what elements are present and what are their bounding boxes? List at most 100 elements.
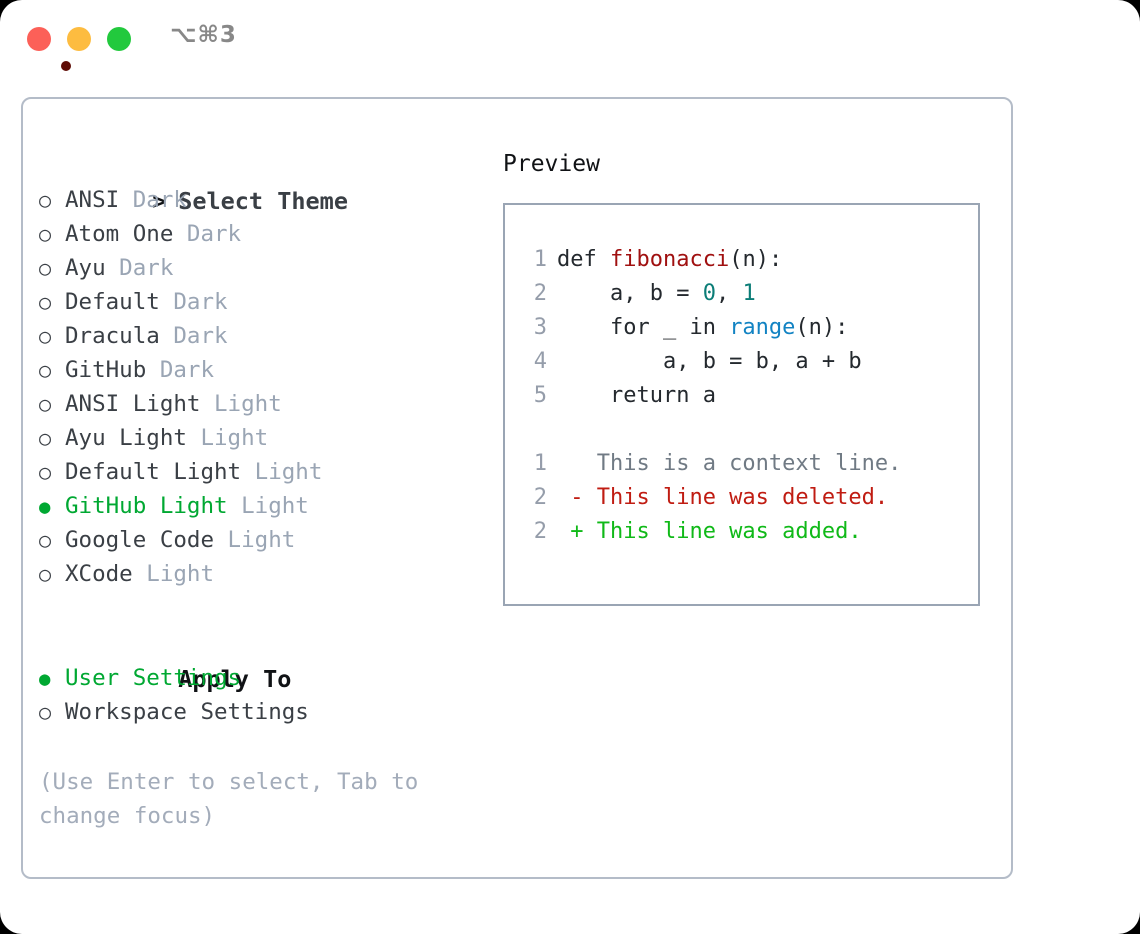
- apply-to-item[interactable]: ○ Workspace Settings: [39, 695, 479, 729]
- diff-line: 2 - This line was deleted.: [523, 481, 978, 515]
- theme-list-item[interactable]: ○ ANSI Light Light: [39, 387, 479, 421]
- code-line: 2 a, b = 0, 1: [523, 277, 978, 311]
- radio-unselected-icon: ○: [39, 528, 52, 552]
- theme-variant-badge: Dark: [105, 255, 174, 281]
- code-token-call: range: [729, 315, 796, 340]
- theme-list-item[interactable]: ○ ANSI Dark: [39, 183, 479, 217]
- theme-name: Ayu: [65, 255, 106, 281]
- line-number: 2: [533, 281, 547, 306]
- theme-picker-title: Select Theme: [178, 187, 348, 215]
- theme-variant-badge: Light: [132, 561, 215, 587]
- theme-name: Default Light: [65, 459, 242, 485]
- theme-list-item[interactable]: ○ GitHub Dark: [39, 353, 479, 387]
- theme-variant-badge: Dark: [119, 187, 187, 213]
- theme-picker-header: > Select Theme: [39, 147, 479, 215]
- code-token-num: 0: [702, 281, 716, 306]
- theme-list-item[interactable]: ●GitHub Light Light: [39, 489, 479, 523]
- theme-variant-badge: Dark: [146, 357, 215, 383]
- theme-variant-badge: Dark: [159, 289, 228, 315]
- title-bar: ⌥⌘3: [0, 0, 1140, 78]
- record-indicator-icon: [61, 61, 71, 71]
- line-number: 1: [533, 247, 547, 272]
- apply-to-label: Workspace Settings: [65, 699, 309, 725]
- theme-list-item[interactable]: ○ Ayu Light Light: [39, 421, 479, 455]
- code-line: 5 return a: [523, 379, 978, 413]
- code-token-plain: def: [557, 247, 610, 272]
- theme-variant-badge: Light: [186, 425, 269, 451]
- line-number: 1: [533, 451, 547, 476]
- code-line: 3 for _ in range(n):: [523, 311, 978, 345]
- theme-name: GitHub: [65, 357, 147, 383]
- line-number: 5: [533, 383, 547, 408]
- theme-name: GitHub Light: [65, 493, 228, 519]
- radio-unselected-icon: ○: [39, 358, 52, 382]
- theme-variant-badge: Dark: [159, 323, 228, 349]
- theme-list-item[interactable]: ○ Dracula Dark: [39, 319, 479, 353]
- radio-unselected-icon: ○: [39, 460, 52, 484]
- theme-variant-badge: Light: [200, 391, 282, 417]
- code-token-num: 1: [742, 281, 756, 306]
- radio-unselected-icon: ○: [39, 222, 52, 246]
- theme-name: Google Code: [65, 527, 215, 553]
- theme-name: ANSI: [65, 187, 120, 213]
- window-title: ⌥⌘3: [170, 22, 237, 48]
- line-number: 3: [533, 315, 547, 340]
- theme-name: ANSI Light: [65, 391, 201, 417]
- preview-title: Preview: [503, 151, 600, 177]
- theme-list: ○ANSI Dark○Atom One Dark○Ayu Dark○Defaul…: [39, 183, 479, 591]
- theme-list-item[interactable]: ○Ayu Dark: [39, 251, 479, 285]
- code-token-plain: a, b =: [557, 281, 703, 306]
- apply-to-item[interactable]: ●User Settings: [39, 661, 479, 695]
- code-token-plain: return a: [557, 383, 716, 408]
- theme-list-item[interactable]: ○ XCode Light: [39, 557, 479, 591]
- code-line: 1 def fibonacci(n):: [523, 243, 978, 277]
- code-line: 4 a, b = b, a + b: [523, 345, 978, 379]
- theme-name: XCode: [65, 561, 133, 587]
- theme-name: Atom One: [65, 221, 174, 247]
- code-token-fn: fibonacci: [609, 247, 730, 272]
- radio-unselected-icon: ○: [39, 426, 52, 450]
- main-panel: >Select Theme ○ANSI Dark○Atom One Dark○A…: [21, 97, 1013, 879]
- radio-unselected-icon: ○: [39, 392, 52, 416]
- minimize-button[interactable]: [67, 27, 91, 51]
- apply-to-header: Apply To: [39, 625, 479, 693]
- radio-unselected-icon: ○: [39, 188, 52, 212]
- radio-unselected-icon: ○: [39, 324, 52, 348]
- keyboard-hint: (Use Enter to select, Tab to change focu…: [39, 769, 419, 829]
- theme-variant-badge: Light: [241, 459, 323, 485]
- selection-caret-icon: >: [152, 187, 167, 215]
- theme-variant-badge: Light: [227, 493, 309, 519]
- line-number: 2: [533, 485, 547, 510]
- code-token-plain: (n):: [729, 247, 783, 272]
- theme-picker-column: >Select Theme ○ANSI Dark○Atom One Dark○A…: [39, 147, 479, 833]
- diff-sample: 1 This is a context line.2 - This line w…: [523, 447, 978, 549]
- radio-unselected-icon: ○: [39, 700, 52, 724]
- theme-name: Ayu Light: [65, 425, 187, 451]
- diff-added-text: + This line was added.: [557, 519, 862, 544]
- theme-list-item[interactable]: ○ Google Code Light: [39, 523, 479, 557]
- radio-selected-icon: ●: [39, 668, 51, 690]
- code-diff-separator: [523, 413, 978, 447]
- theme-list-item[interactable]: ○ Atom One Dark: [39, 217, 479, 251]
- diff-line: 2 + This line was added.: [523, 515, 978, 549]
- line-number: 2: [533, 519, 547, 544]
- theme-list-item[interactable]: ○Default Dark: [39, 285, 479, 319]
- theme-variant-badge: Light: [214, 527, 296, 553]
- maximize-button[interactable]: [107, 27, 131, 51]
- code-token-plain: a, b = b, a + b: [557, 349, 862, 374]
- code-token-plain: (n):: [795, 315, 849, 340]
- close-button[interactable]: [27, 27, 71, 71]
- radio-unselected-icon: ○: [39, 290, 52, 314]
- theme-name: Dracula: [65, 323, 160, 349]
- diff-context-text: This is a context line.: [557, 451, 902, 476]
- apply-to-list: ●User Settings ○ Workspace Settings: [39, 661, 479, 729]
- diff-line: 1 This is a context line.: [523, 447, 978, 481]
- radio-unselected-icon: ○: [39, 562, 52, 586]
- line-number: 4: [533, 349, 547, 374]
- theme-list-item[interactable]: ○ Default Light Light: [39, 455, 479, 489]
- theme-variant-badge: Dark: [173, 221, 242, 247]
